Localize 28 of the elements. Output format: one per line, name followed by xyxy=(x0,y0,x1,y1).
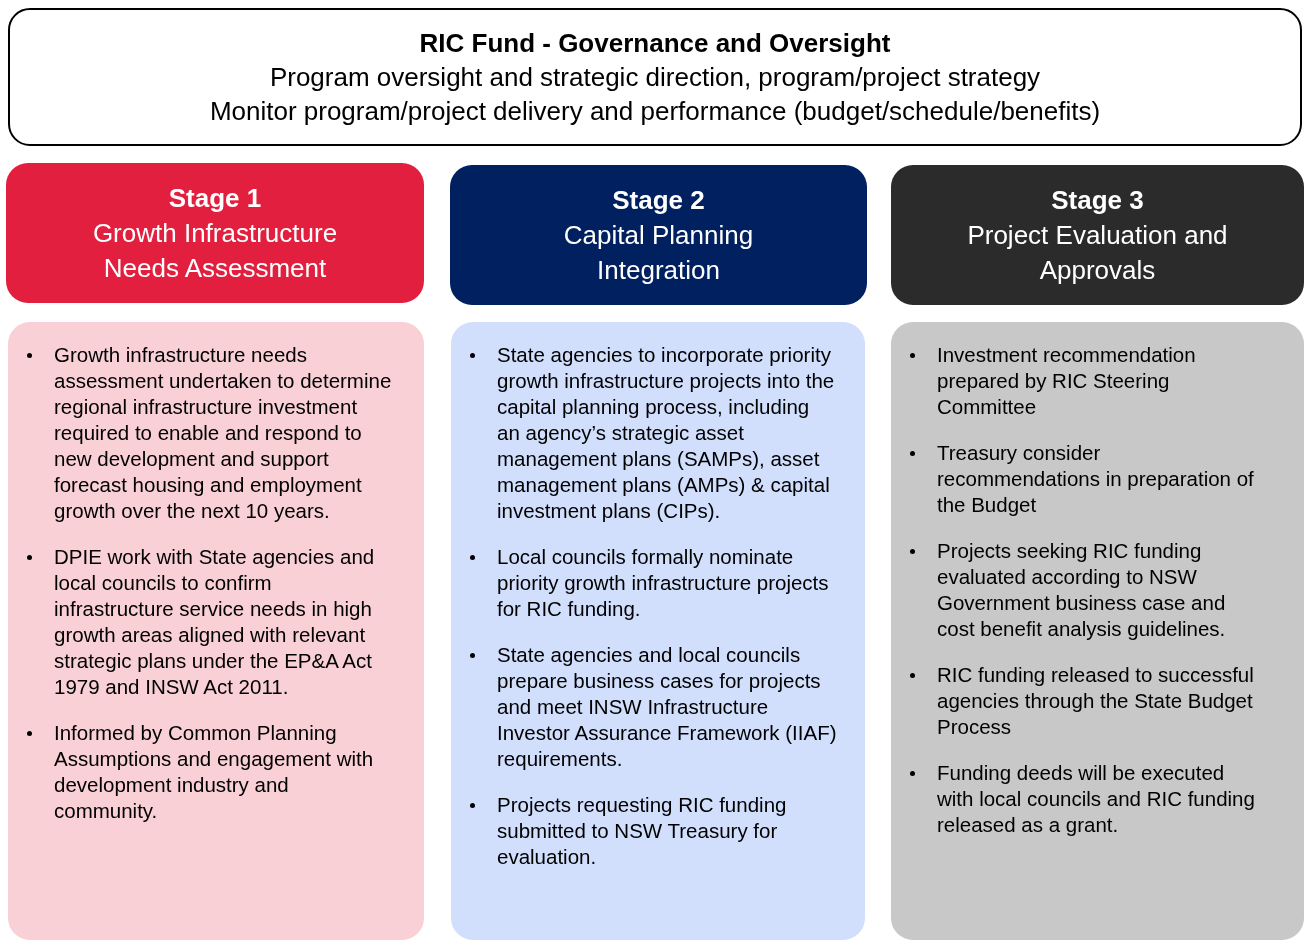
stage-header xyxy=(450,165,867,305)
stage-subtitle: Project Evaluation and Approvals xyxy=(966,218,1229,287)
stage-panel xyxy=(451,322,865,940)
stage-title: Stage 2 xyxy=(612,183,705,217)
stage-subtitle: Growth Infrastructure Needs Assessment xyxy=(91,216,339,285)
bullet-text: State agencies and local councils prepare business cases for projects and meet INSW Infrastructure Investor Assurance Framework (IIAF) requirements. xyxy=(497,642,837,772)
stage-subtitle: Capital Planning Integration xyxy=(562,218,755,287)
stage-title: Stage 3 xyxy=(1051,183,1144,217)
bullet-text: Investment recommendation prepared by RIC Steering Committee xyxy=(937,342,1197,420)
bullet-text: RIC funding released to successful agencies through the State Budget Process xyxy=(937,662,1255,740)
stage-panel xyxy=(8,322,424,940)
bullet-text: DPIE work with State agencies and local councils to confirm infrastructure service needs in high growth areas aligned with relevant strategic plans under the EP&A Act 1979 and INSW Act 2011. xyxy=(54,544,376,700)
bullet-text: Growth infrastructure needs assessment undertaken to determine regional infrastructure investment required to enable and respond to new development and support forecast housing and employment growth over the next 10 years. xyxy=(54,342,393,524)
bullet-text: State agencies to incorporate priority growth infrastructure projects into the capital planning process, including an agency’s strategic asset management plans (SAMPs), asset management plans (AMPs) & capital investment plans (CIPs). xyxy=(497,342,836,524)
bullet-text: Funding deeds will be executed with local councils and RIC funding released as a grant. xyxy=(937,760,1256,838)
bullet-text: Local councils formally nominate priority growth infrastructure projects for RIC funding. xyxy=(497,544,830,622)
box-text: Monitor program/project delivery and performance (budget/schedule/benefits) xyxy=(209,95,1101,128)
bullet-text: Projects seeking RIC funding evaluated according to NSW Government business case and cost benefit analysis guidelines. xyxy=(937,538,1227,642)
bullet-text: Treasury consider recommendations in preparation of the Budget xyxy=(937,440,1255,518)
box-text: Program oversight and strategic direction, program/project strategy xyxy=(269,61,1041,94)
box-title: RIC Fund - Governance and Oversight xyxy=(419,27,891,60)
governance-box xyxy=(8,8,1302,146)
stage-header xyxy=(891,165,1304,305)
stage-panel xyxy=(891,322,1304,940)
bullet-text: Informed by Common Planning Assumptions and engagement with development industry and community. xyxy=(54,720,375,824)
stage-title: Stage 1 xyxy=(168,181,262,215)
stage-header xyxy=(6,163,424,303)
bullet-text: Projects requesting RIC funding submitted to NSW Treasury for evaluation. xyxy=(497,792,788,870)
